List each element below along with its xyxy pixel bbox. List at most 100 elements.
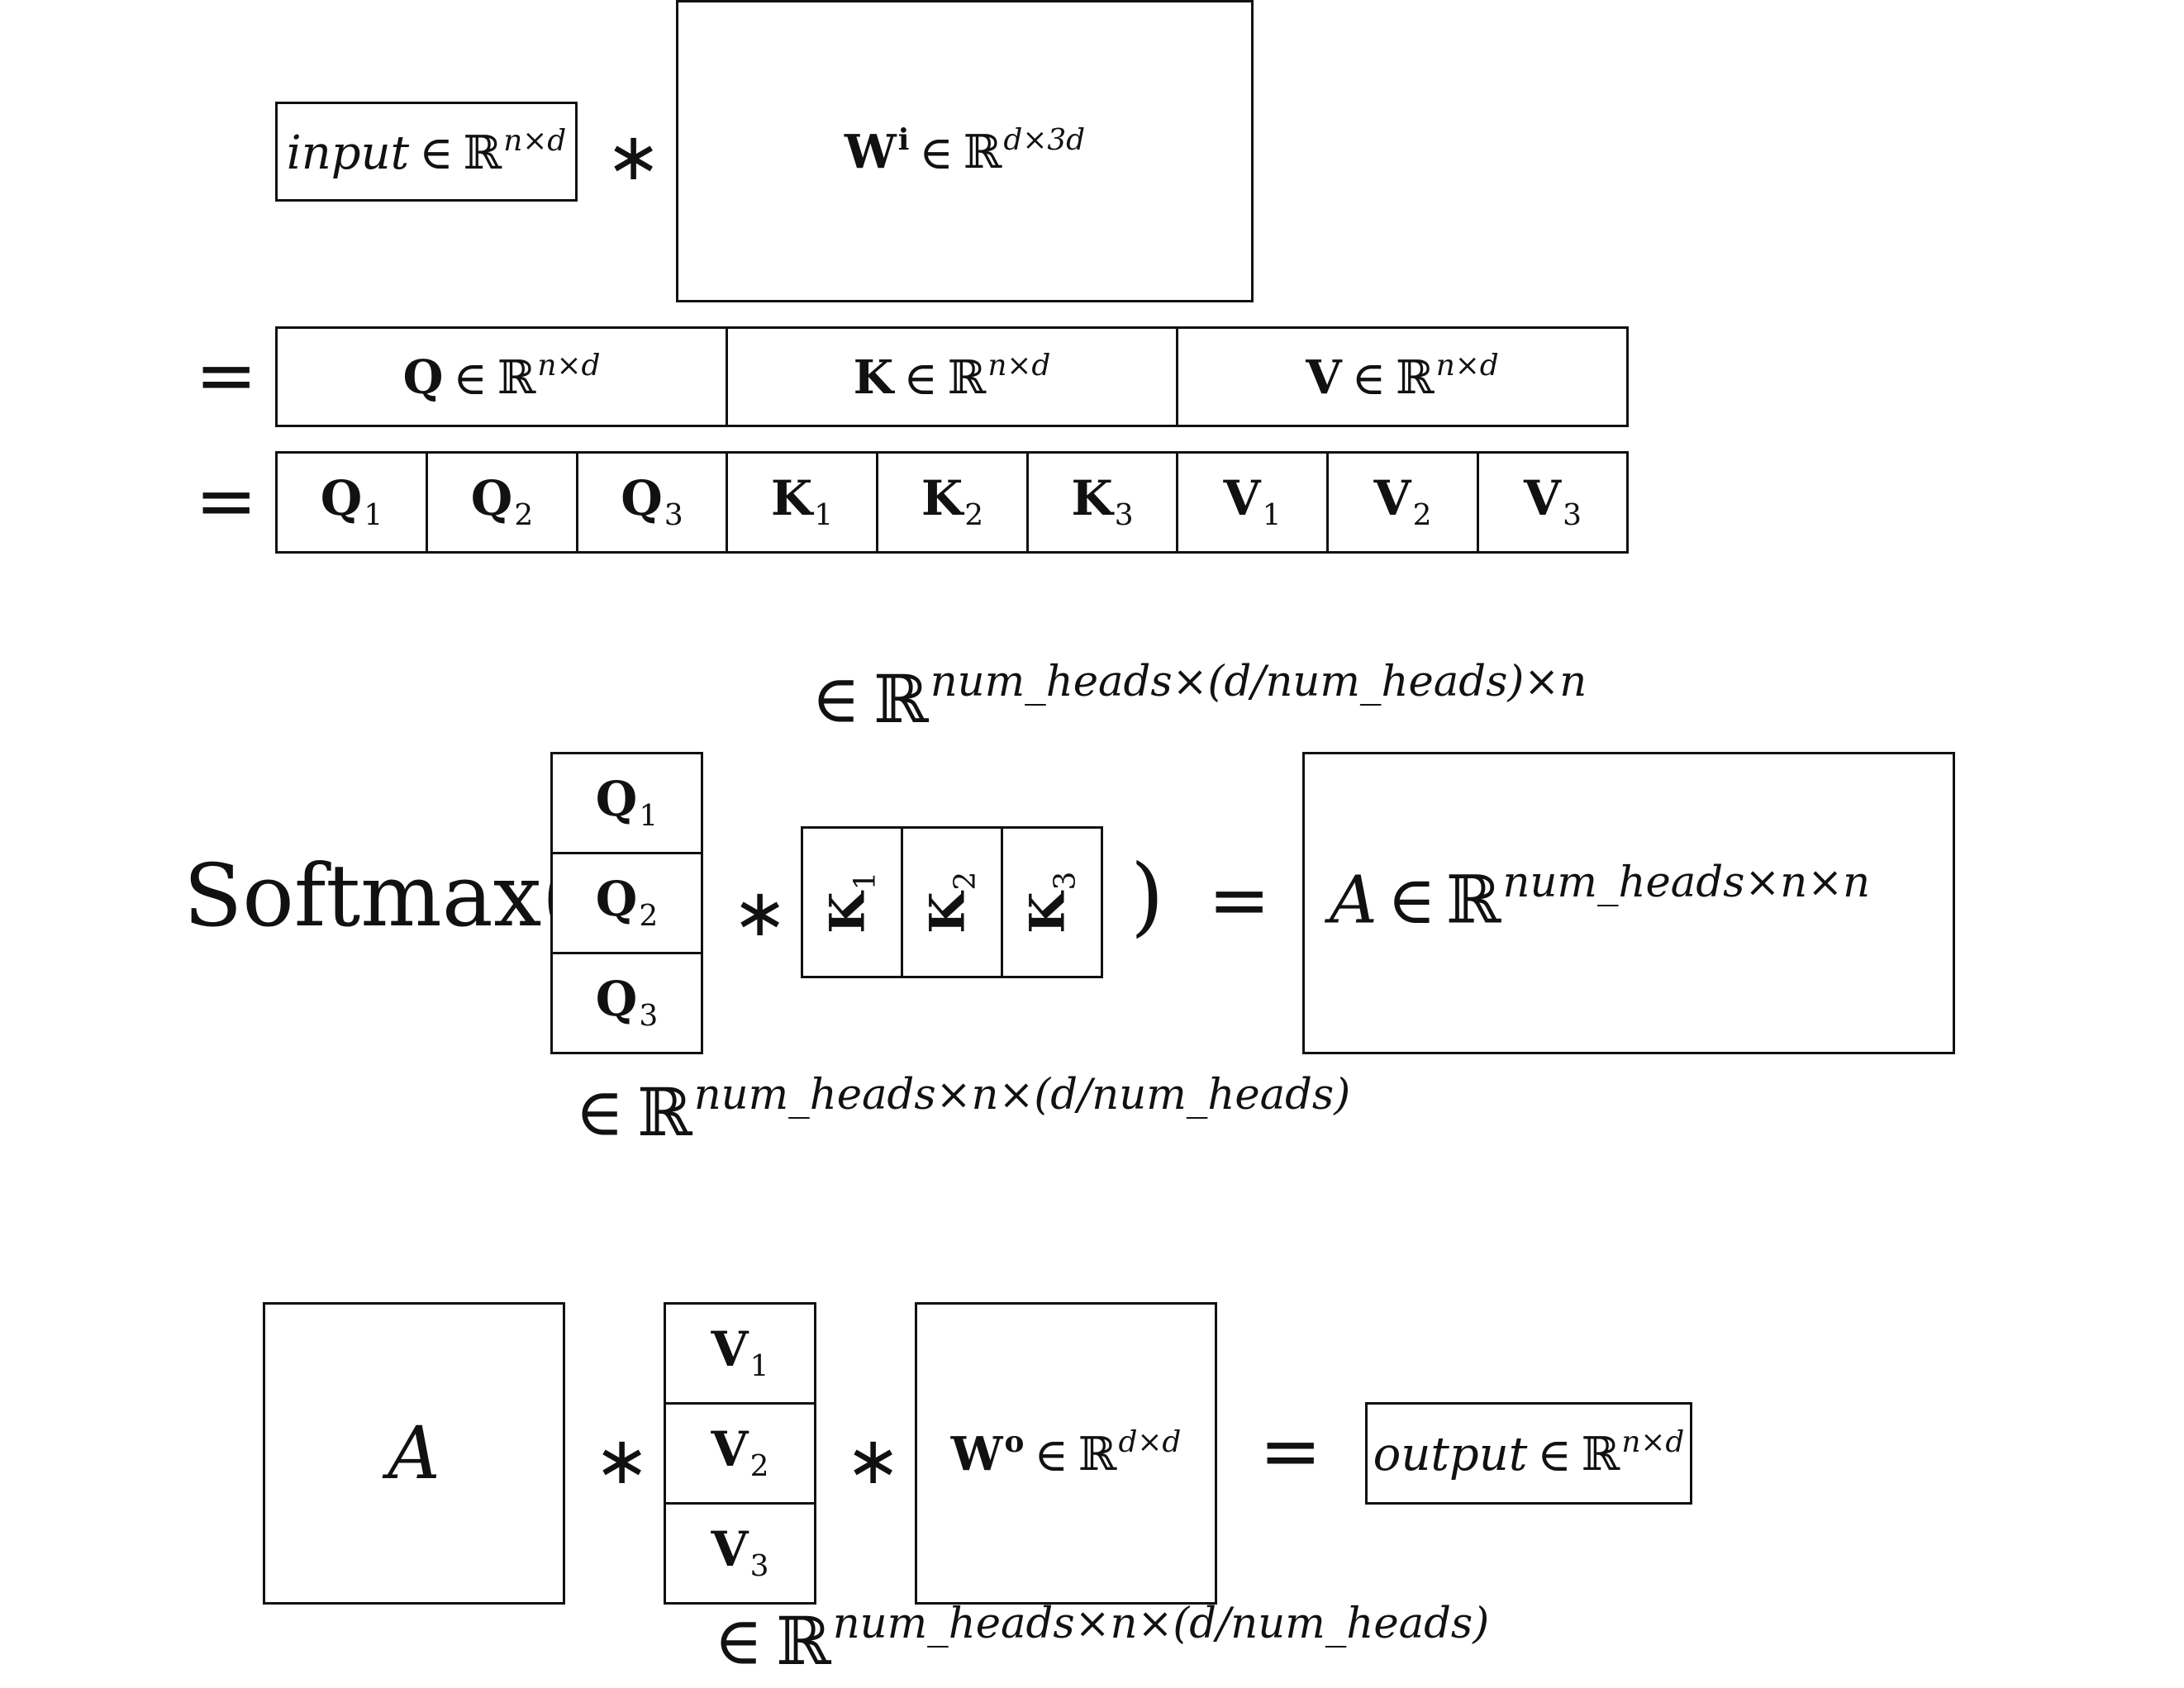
- output-space: n×d: [1621, 1425, 1685, 1460]
- v-heads-space-label: ∈ℝnum_heads×n×(d/num_heads): [714, 1602, 1489, 1675]
- attention-matrix-box: A∈ℝnum_heads×n×n: [1302, 752, 1955, 1054]
- q-head-sub: 3: [639, 999, 659, 1034]
- split-cell-name: Q: [621, 469, 663, 526]
- split-cell-sub: 2: [1412, 498, 1432, 533]
- output-matrix-box: output∈ℝn×d: [1365, 1402, 1692, 1505]
- reals-symbol: ℝ: [776, 1602, 831, 1680]
- split-cell-k2: K2: [876, 451, 1029, 554]
- equals-operator-1: =: [195, 332, 258, 419]
- split-cell-name: K: [1071, 469, 1113, 526]
- attention-space: num_heads×n×n: [1502, 858, 1871, 907]
- reals-symbol: ℝ: [1078, 1428, 1117, 1482]
- k-head-sub: 1: [848, 871, 883, 891]
- equals-operator-4: =: [1259, 1408, 1322, 1495]
- split-cell-sub: 3: [664, 498, 683, 533]
- v-head-3: V3: [664, 1502, 816, 1605]
- v-head-1: V1: [664, 1302, 816, 1405]
- split-cell-name: K: [770, 469, 813, 526]
- output-label: output: [1373, 1428, 1528, 1482]
- split-cell-v2: V2: [1326, 451, 1479, 554]
- v-head-name: V: [711, 1520, 749, 1577]
- element-of-symbol: ∈: [453, 351, 488, 406]
- weight-in-matrix-box: Wi∈ℝd×3d: [676, 0, 1254, 302]
- q-head-1: Q1: [550, 752, 703, 854]
- split-cell-name: V: [1524, 469, 1562, 526]
- element-of-symbol: ∈: [714, 1602, 764, 1680]
- reals-symbol: ℝ: [463, 126, 502, 181]
- k-head-2-transposed: K2: [901, 826, 1003, 978]
- k-head-name: K: [819, 892, 876, 934]
- attention-name: A: [1330, 861, 1377, 939]
- reals-symbol: ℝ: [963, 126, 1002, 180]
- split-cell-sub: 2: [964, 498, 984, 533]
- split-cell-name: V: [1373, 469, 1411, 526]
- split-cell-sub: 2: [514, 498, 534, 533]
- weight-out-name: W: [950, 1427, 1003, 1482]
- element-of-symbol: ∈: [1351, 351, 1387, 406]
- element-of-symbol: ∈: [1537, 1428, 1572, 1482]
- weight-in-name: W: [844, 125, 897, 180]
- input-space: n×d: [503, 123, 567, 158]
- v-head-sub: 3: [749, 1549, 769, 1584]
- attention-name-2: A: [388, 1410, 440, 1495]
- split-cell-sub: 3: [1114, 498, 1134, 533]
- q-head-name: Q: [595, 770, 638, 827]
- reals-symbol: ℝ: [947, 351, 987, 406]
- q-head-sub: 2: [639, 899, 659, 934]
- split-cell-q1: Q1: [275, 451, 428, 554]
- split-cell-q2: Q2: [426, 451, 578, 554]
- split-cell-sub: 1: [814, 498, 834, 533]
- k-transposed-space: num_heads×(d/num_heads)×n: [930, 657, 1587, 706]
- multiply-operator-2: ∗: [732, 874, 788, 951]
- split-cell-name: Q: [470, 469, 513, 526]
- weight-in-label: i: [897, 122, 910, 158]
- v-head-name: V: [711, 1420, 749, 1477]
- element-of-symbol: ∈: [919, 126, 954, 180]
- v-matrix-box: V∈ℝn×d: [1176, 326, 1629, 427]
- v-name: V: [1306, 350, 1342, 406]
- split-cell-q3: Q3: [576, 451, 728, 554]
- k-head-3-transposed: K3: [1001, 826, 1103, 978]
- reals-symbol: ℝ: [1446, 861, 1501, 939]
- equals-operator-2: =: [195, 458, 258, 544]
- q-name: Q: [402, 350, 444, 406]
- element-of-symbol: ∈: [419, 126, 454, 181]
- weight-in-space: d×3d: [1003, 123, 1086, 158]
- split-cell-name: Q: [320, 469, 363, 526]
- k-space: n×d: [987, 349, 1051, 383]
- weight-out-space: d×d: [1118, 1425, 1182, 1460]
- q-head-2: Q2: [550, 852, 703, 954]
- split-cell-k1: K1: [726, 451, 878, 554]
- split-cell-v1: V1: [1176, 451, 1329, 554]
- attention-matrix-box-2: A: [263, 1302, 565, 1605]
- element-of-symbol: ∈: [903, 351, 938, 406]
- k-head-name: K: [1019, 892, 1076, 934]
- q-head-name: Q: [595, 870, 638, 927]
- equals-operator-3: =: [1208, 857, 1271, 944]
- split-cell-sub: 1: [364, 498, 383, 533]
- v-head-name: V: [711, 1320, 749, 1377]
- k-name: K: [853, 350, 894, 406]
- reals-symbol: ℝ: [637, 1073, 692, 1151]
- element-of-symbol: ∈: [811, 660, 861, 738]
- v-head-2: V2: [664, 1402, 816, 1505]
- v-head-sub: 2: [749, 1449, 769, 1484]
- v-space: n×d: [1435, 349, 1499, 383]
- split-cell-sub: 3: [1563, 498, 1582, 533]
- input-matrix-box: input∈ℝn×d: [275, 102, 578, 202]
- split-cell-name: K: [921, 469, 964, 526]
- q-head-name: Q: [595, 970, 638, 1027]
- element-of-symbol: ∈: [1387, 861, 1436, 939]
- weight-out-matrix-box: Wo∈ℝd×d: [915, 1302, 1217, 1605]
- input-label: input: [286, 126, 410, 181]
- close-paren: ): [1130, 845, 1164, 946]
- q-space: n×d: [537, 349, 601, 383]
- v-head-sub: 1: [749, 1349, 769, 1384]
- q-heads-space-label: ∈ℝnum_heads×n×(d/num_heads): [575, 1073, 1350, 1146]
- multiply-operator-4: ∗: [845, 1422, 902, 1499]
- reals-symbol: ℝ: [1581, 1428, 1620, 1482]
- reals-symbol: ℝ: [1396, 351, 1435, 406]
- k-head-sub: 2: [948, 871, 983, 891]
- reals-symbol: ℝ: [497, 351, 536, 406]
- k-matrix-box: K∈ℝn×d: [726, 326, 1178, 427]
